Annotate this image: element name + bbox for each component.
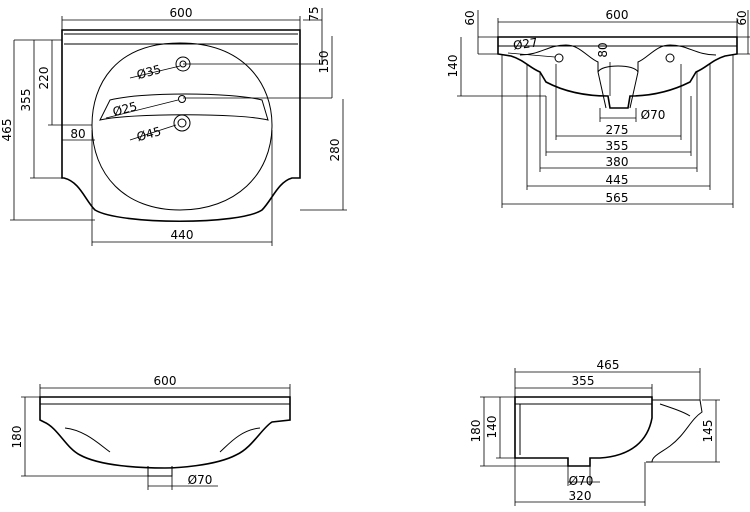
back-width-label: 600 [606,8,629,22]
back-w275-label: 275 [606,123,629,137]
top-overall-depth-label: 465 [0,119,14,142]
side-view-outline [514,396,653,467]
overflow-hole-label: Ø25 [111,99,138,119]
side-view: 465 355 180 140 145 Ø70 320 [469,358,720,506]
front-view: 600 180 Ø70 [10,374,291,490]
back-left-rim-label: 60 [463,10,477,25]
top-hole-drop-label: 150 [317,51,331,74]
top-view-outline [61,29,301,223]
left-fixing-hole [554,53,564,63]
back-view: 600 60 60 140 Ø27 80 Ø70 275 355 380 445… [446,8,750,208]
top-view-basin [91,42,273,211]
top-side-offset-label: 80 [70,127,85,141]
back-w445-label: 445 [606,173,629,187]
side-pedestal [646,399,703,463]
side-pedestal-label: 145 [701,420,715,443]
back-drain-drop-label: 80 [596,42,610,57]
top-edge-label: 75 [307,6,321,21]
top-front-depth-label: 355 [19,89,33,112]
back-height-label: 140 [446,55,460,78]
top-width-label: 600 [170,6,193,20]
top-basin-depth-label: 280 [328,139,342,162]
back-w355-label: 355 [606,139,629,153]
top-view: 600 75 150 280 465 355 220 80 440 Ø35 Ø2… [0,6,347,246]
back-w380-label: 380 [606,155,629,169]
front-height-label: 180 [10,426,24,449]
back-right-rim-label: 60 [735,10,749,25]
side-height2-label: 140 [485,416,499,439]
side-base-label: 320 [569,489,592,503]
overflow-hole [178,95,186,103]
drain-hole [173,114,191,132]
side-depth-label: 465 [597,358,620,372]
back-view-outline [497,36,738,109]
front-drain-dia-label: Ø70 [188,473,213,487]
side-height-label: 180 [469,420,483,443]
back-fixing-hole-label: Ø27 [512,35,538,52]
back-w565-label: 565 [606,191,629,205]
side-drain-dia-label: Ø70 [569,474,594,488]
drain-hole-label: Ø45 [135,124,162,144]
top-faucet-depth-label: 220 [37,67,51,90]
side-depth2-label: 355 [572,374,595,388]
front-width-label: 600 [154,374,177,388]
faucet-hole-label: Ø35 [135,62,162,82]
top-basin-width-label: 440 [171,228,194,242]
front-view-outline [39,396,291,469]
right-fixing-hole [665,53,675,63]
back-drain-dia-label: Ø70 [641,108,666,122]
